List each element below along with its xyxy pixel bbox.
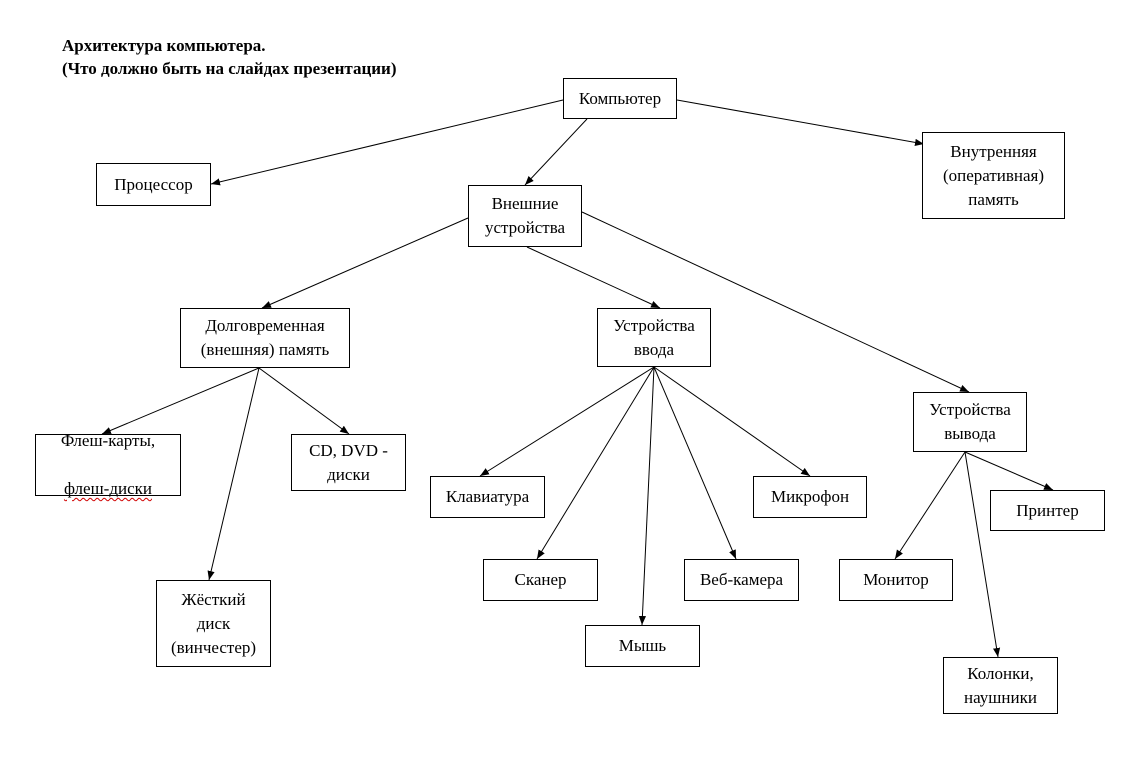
arrow-input-to-scanner	[536, 366, 655, 560]
node-mouse-label: Мышь	[618, 636, 667, 655]
arrow-input-to-mic	[653, 366, 811, 477]
title-line-2: (Что должно быть на слайдах презентации)	[62, 59, 397, 78]
node-input-devices: Устройства ввода	[597, 308, 711, 367]
node-printer-label: Принтер	[1016, 500, 1079, 520]
node-hard-disk-label: Жёсткий диск (винчестер)	[170, 589, 257, 657]
node-flash-cards-line-1: Флеш-карты,	[60, 431, 156, 450]
arrow-computer-to-ram	[676, 99, 925, 146]
title-line-1: Архитектура компьютера.	[62, 36, 266, 55]
arrow-input-to-webcam	[653, 366, 737, 560]
arrow-output-to-printer	[964, 451, 1054, 491]
node-printer: Принтер	[990, 490, 1105, 531]
node-input-devices-label: Устройства ввода	[613, 315, 695, 359]
node-processor-label: Процессор	[114, 174, 193, 194]
node-flash-cards: Флеш-карты, флеш-диски	[35, 431, 181, 498]
node-computer-label: Компьютер	[578, 88, 662, 108]
node-monitor: Монитор	[839, 559, 953, 601]
node-flash-cards-line-2: флеш-диски	[63, 479, 152, 498]
diagram-title: Архитектура компьютера. (Что должно быть…	[62, 34, 397, 80]
node-microphone-label: Микрофон	[770, 487, 850, 506]
node-microphone: Микрофон	[753, 476, 867, 518]
node-cd-dvd-label: CD, DVD - диски	[309, 440, 388, 484]
arrow-output-to-speakers	[964, 451, 1001, 658]
arrow-longterm-to-flash	[101, 367, 260, 435]
node-external-devices: Внешние устройства	[468, 185, 582, 247]
node-external-devices-label: Внешние устройства	[484, 194, 566, 237]
node-keyboard: Клавиатура	[430, 476, 545, 518]
node-scanner: Сканер	[483, 559, 598, 601]
node-monitor-label: Монитор	[863, 570, 929, 589]
node-cd-dvd: CD, DVD - диски	[291, 434, 406, 491]
node-webcam: Веб-камера	[684, 559, 799, 601]
node-long-term-memory-label: Долговременная (внешняя) память	[200, 316, 330, 359]
arrow-external-to-output	[581, 211, 970, 393]
node-long-term-memory: Долговременная (внешняя) память	[180, 308, 350, 368]
arrow-output-to-monitor	[894, 451, 966, 560]
node-computer: Компьютер	[563, 78, 677, 119]
arrow-external-to-input	[526, 246, 661, 309]
node-hard-disk: Жёсткий диск (винчестер)	[156, 580, 271, 667]
arrow-computer-to-external	[524, 118, 588, 186]
node-internal-memory-label: Внутренняя (оперативная) память	[942, 141, 1045, 209]
node-keyboard-label: Клавиатура	[445, 487, 530, 506]
node-processor: Процессор	[96, 163, 211, 206]
node-internal-memory: Внутренняя (оперативная) память	[922, 132, 1065, 219]
arrow-input-to-mouse	[638, 366, 655, 626]
arrow-input-to-keyboard	[479, 366, 655, 477]
arrow-computer-to-cpu	[210, 99, 564, 186]
node-output-devices: Устройства вывода	[913, 392, 1027, 452]
node-output-devices-label: Устройства вывода	[929, 400, 1011, 443]
arrow-longterm-to-cd	[258, 367, 350, 435]
node-speakers-label: Колонки, наушники	[964, 663, 1037, 707]
node-speakers: Колонки, наушники	[943, 657, 1058, 714]
node-mouse: Мышь	[585, 625, 700, 667]
node-webcam-label: Веб-камера	[699, 570, 784, 589]
node-flash-cards-label: Флеш-карты, флеш-диски	[61, 405, 155, 525]
arrow-external-to-longterm	[261, 217, 469, 309]
node-scanner-label: Сканер	[514, 570, 567, 589]
arrow-longterm-to-hdd	[207, 367, 260, 581]
